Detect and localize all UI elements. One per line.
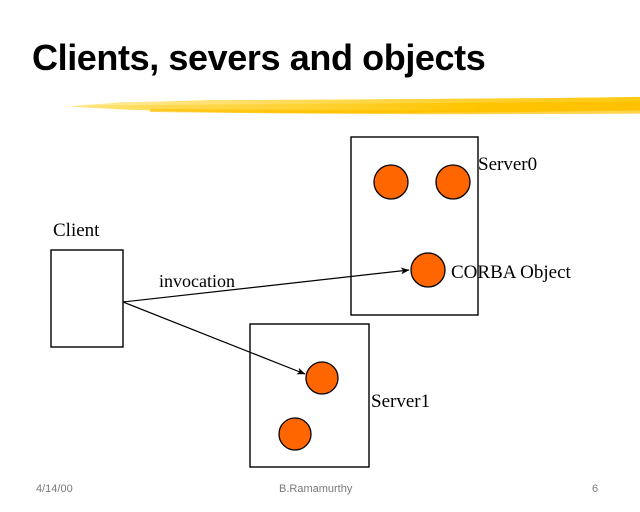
invocation-label: invocation	[159, 271, 235, 291]
server1-object-1-circle	[305, 361, 339, 395]
corba-object-circle	[410, 252, 446, 288]
corba-object-label: CORBA Object	[451, 262, 571, 283]
server1-object-2-circle	[278, 417, 312, 451]
page-title: Clients, severs and objects	[32, 37, 486, 78]
footer-author: B.Ramamurthy	[279, 483, 353, 495]
invocation-line-to-corba-object	[122, 267, 410, 303]
server0-object-1-circle	[373, 164, 409, 200]
client-label: Client	[53, 220, 100, 241]
client-box	[50, 249, 124, 348]
footer-page-number: 6	[592, 483, 599, 495]
footer-date: 4/14/00	[36, 483, 73, 495]
server1-label: Server1	[371, 391, 431, 412]
server0-box	[350, 136, 479, 316]
server1-box	[249, 323, 370, 468]
invocation-line-to-server1-object	[122, 301, 306, 375]
server0-object-2-circle	[435, 164, 471, 200]
server0-label: Server0	[478, 154, 538, 175]
